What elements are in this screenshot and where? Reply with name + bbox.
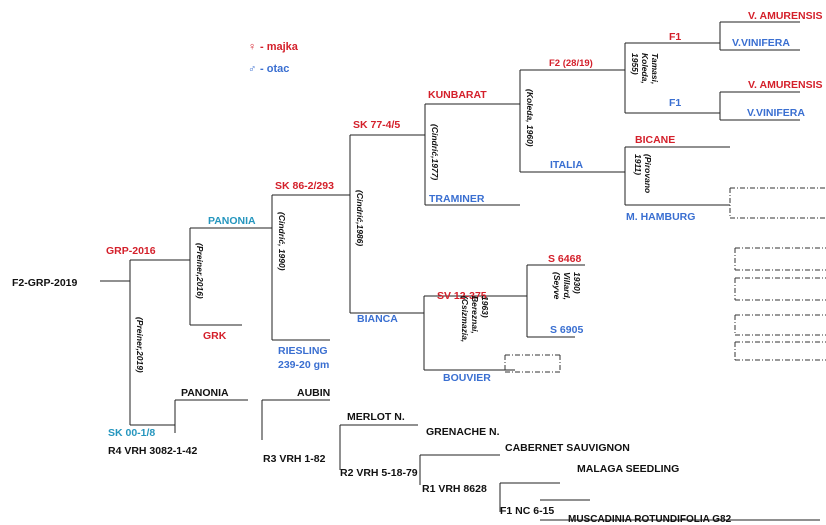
note-cindric-1977: (Cindrić,1977) <box>430 124 440 180</box>
node-f2: F2 (28/19) <box>549 58 593 69</box>
node-f1-mid: F1 <box>669 97 681 109</box>
node-vinifera-1: V.VINIFERA <box>732 37 790 49</box>
legend-female-symbol: ♀ <box>248 41 256 53</box>
node-kunbarat: KUNBARAT <box>428 89 487 101</box>
connector-lines <box>100 21 820 521</box>
note-cindric-1990: (Cindrić, 1990) <box>277 212 287 271</box>
unknown-box <box>504 354 561 373</box>
node-vinifera-2: V.VINIFERA <box>747 107 805 119</box>
citation-notes: (Preiner,2019) (Preiner,2016) (Cindrić, … <box>135 53 660 373</box>
node-hamburg: M. HAMBURG <box>626 211 695 223</box>
node-amurensis-1: V. AMURENSIS <box>748 10 823 22</box>
note-csizmazia-1963: (Csizmazia, Bereznai, 1963) <box>460 296 490 345</box>
node-bianca: BIANCA <box>357 313 398 325</box>
node-italia: ITALIA <box>550 159 583 171</box>
unknown-box <box>729 187 826 219</box>
node-f1-top: F1 <box>669 31 681 43</box>
node-riesling-1: RIESLING <box>278 345 328 357</box>
node-aubin: AUBIN <box>297 387 330 399</box>
node-f1nc: F1 NC 6-15 <box>500 505 554 517</box>
node-riesling-2: 239-20 gm <box>278 359 329 371</box>
node-bicane: BICANE <box>635 134 675 146</box>
node-grk: GRK <box>203 330 227 342</box>
note-preiner-2016: (Preiner,2016) <box>195 243 205 299</box>
node-r1: R1 VRH 8628 <box>422 483 487 495</box>
node-sk77: SK 77-4/5 <box>353 119 400 131</box>
node-panonia-mother: PANONIA <box>208 215 256 227</box>
node-s6468: S 6468 <box>548 253 581 265</box>
node-amurensis-2: V. AMURENSIS <box>748 79 823 91</box>
legend-female-text: - majka <box>260 41 299 53</box>
note-cindric-1986: (Cindrić,1986) <box>355 190 365 246</box>
unknown-parent-boxes <box>504 187 826 373</box>
unknown-box <box>734 314 826 336</box>
legend-male-text: - otac <box>260 63 289 75</box>
note-pirovano-1911: (Pirovano 1911) <box>633 154 653 196</box>
node-panonia-father: PANONIA <box>181 387 229 399</box>
node-sk86: SK 86-2/293 <box>275 180 334 192</box>
node-merlot: MERLOT N. <box>347 411 405 423</box>
node-root: F2-GRP-2019 <box>12 277 78 289</box>
node-malaga: MALAGA SEEDLING <box>577 463 679 475</box>
node-sk00: SK 00-1/8 <box>108 427 155 439</box>
node-r2: R2 VRH 5-18-79 <box>340 467 418 479</box>
legend-male-symbol: ♂ <box>248 63 256 75</box>
node-cabernet: CABERNET SAUVIGNON <box>505 442 630 454</box>
node-s6905: S 6905 <box>550 324 583 336</box>
node-traminer: TRAMINER <box>429 193 485 205</box>
unknown-box <box>734 277 826 301</box>
node-grenache: GRENACHE N. <box>426 426 500 438</box>
node-bouvier: BOUVIER <box>443 372 491 384</box>
node-grp2016: GRP-2016 <box>106 245 156 257</box>
node-r4: R4 VRH 3082-1-42 <box>108 445 197 457</box>
unknown-box <box>734 341 826 361</box>
node-labels: F2-GRP-2019 GRP-2016 SK 00-1/8 PANONIA G… <box>12 10 823 525</box>
note-tamasi-1955: Tamasi, Koleda, 1955) <box>630 53 660 87</box>
note-preiner-2019: (Preiner,2019) <box>135 317 145 373</box>
node-r3: R3 VRH 1-82 <box>263 453 326 465</box>
legend: ♀ - majka ♂ - otac <box>248 41 299 75</box>
unknown-box <box>734 247 826 271</box>
note-koleda-1960: (Koleda, 1960) <box>525 89 535 147</box>
node-muscadinia: MUSCADINIA ROTUNDIFOLIA G82 <box>568 514 732 525</box>
note-seyve-1930: (Seyve Villard, 1930) <box>552 272 582 302</box>
node-sv12: SV 12-375 <box>437 290 487 302</box>
